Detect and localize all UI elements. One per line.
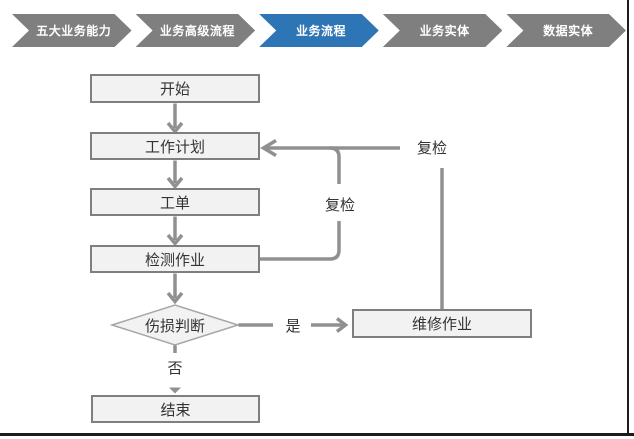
node-repair[interactable]: 维修作业 [352,309,532,338]
process-step-bar: 五大业务能力 业务高级流程 业务流程 业务实体 数据实体 [12,14,626,47]
label-recheck-outer: 复检 [409,137,455,158]
step-five-business-capabilities[interactable]: 五大业务能力 [12,14,132,47]
arrowhead-down-icon [166,121,184,135]
node-damage-decision[interactable]: 伤损判断 [144,317,205,335]
edge-recheck-inner-bottom [260,221,341,261]
label-recheck-inner: 复检 [317,194,363,215]
node-inspection[interactable]: 检测作业 [90,245,260,273]
arrowhead-down-icon [166,233,184,247]
step-data-entity[interactable]: 数据实体 [506,14,626,47]
frame-right-line [627,0,629,436]
frame-bottom-line [0,433,634,436]
edge-recheck-inner-top [329,146,341,184]
step-business-entity[interactable]: 业务实体 [383,14,503,47]
arrowhead-right-icon [335,317,349,333]
label-yes: 是 [281,315,305,336]
node-end[interactable]: 结束 [91,395,260,423]
node-start[interactable]: 开始 [90,74,260,103]
label-no: 否 [163,357,187,378]
arrowhead-left-icon [260,138,277,158]
arrowhead-down-icon [166,176,184,190]
decision-diamond-shape [109,304,241,346]
node-work-plan[interactable]: 工作计划 [90,132,260,160]
arrowhead-down-icon [166,291,184,305]
arrowhead-small-down-icon [169,387,181,394]
step-business-process-active[interactable]: 业务流程 [259,14,379,47]
step-business-high-level-process[interactable]: 业务高级流程 [136,14,256,47]
node-work-order[interactable]: 工单 [90,188,260,216]
